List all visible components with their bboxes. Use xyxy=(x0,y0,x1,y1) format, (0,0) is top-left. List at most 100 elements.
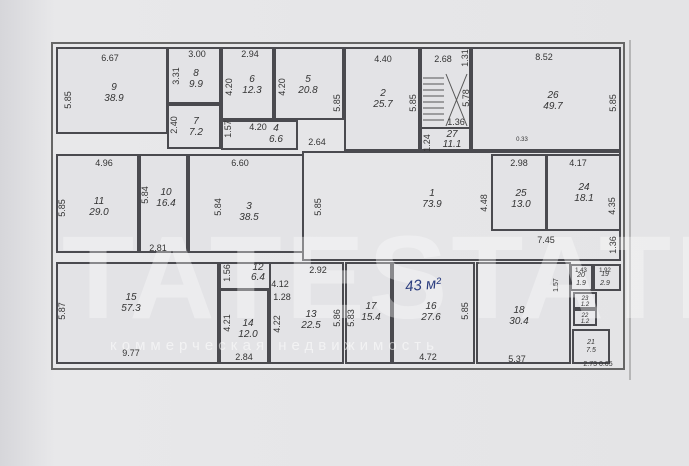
room-number: 16 xyxy=(425,301,437,312)
dimension: 5.85 xyxy=(460,302,470,320)
dimension: 5.85 xyxy=(57,199,67,217)
stairs-icon xyxy=(423,73,468,127)
room-number: 21 xyxy=(586,339,595,346)
dimension: 1.57 xyxy=(553,278,560,292)
dimension: 1.24 xyxy=(422,134,432,152)
handwritten-area-note: 43 м² xyxy=(404,275,443,296)
room-area: 15.4 xyxy=(361,312,381,323)
room-number: 9 xyxy=(111,82,117,93)
room-20 xyxy=(570,264,593,291)
room-area: 11.1 xyxy=(443,139,462,150)
dimension: 1.57 xyxy=(223,120,233,138)
room-24 xyxy=(546,154,621,231)
room-7 xyxy=(167,104,221,149)
room-3 xyxy=(188,154,304,253)
room-area: 38.9 xyxy=(104,93,124,104)
room-23 xyxy=(573,292,597,309)
dimension: 5.85 xyxy=(608,94,618,112)
dimension: 1.36 xyxy=(447,117,465,127)
dimension: 9.77 xyxy=(122,348,140,358)
dimension: 4.22 xyxy=(272,315,282,333)
room-27 xyxy=(420,127,471,151)
dimension-labels: 6.67 3.00 2.94 4.40 2.68 8.52 5.85 3.31 … xyxy=(57,49,618,368)
dimension: 0.33 xyxy=(516,137,528,143)
dimension: 6.60 xyxy=(231,158,249,168)
room-number: 11 xyxy=(94,196,104,207)
room-25 xyxy=(491,154,547,231)
room-area: 29.0 xyxy=(88,207,109,218)
room-15 xyxy=(56,262,219,364)
room-number: 5 xyxy=(305,74,311,85)
dimension: 8.52 xyxy=(535,52,553,62)
room-area: 6.4 xyxy=(251,272,265,283)
room-area: 20.8 xyxy=(297,85,318,96)
room-area: 16.4 xyxy=(156,198,176,209)
room-number: 22 xyxy=(581,313,589,319)
dimension: 4.48 xyxy=(479,194,489,212)
room-number: 2 xyxy=(379,88,386,99)
room-13 xyxy=(269,262,344,364)
room-11 xyxy=(56,154,139,253)
room-area: 38.5 xyxy=(239,212,259,223)
room-2 xyxy=(344,47,420,151)
room-area: 13.0 xyxy=(511,199,531,210)
room-number: 1 xyxy=(429,188,435,199)
room-area: 9.9 xyxy=(189,79,203,90)
room-number: 18 xyxy=(513,305,525,316)
dimension: 4.35 xyxy=(607,197,617,215)
room-number: 17 xyxy=(365,301,377,312)
dimension: 2.98 xyxy=(510,158,528,168)
room-number: 27 xyxy=(445,129,458,140)
room-14 xyxy=(219,289,269,364)
dimension: 4.20 xyxy=(224,78,234,96)
dimension: 5.84 xyxy=(140,186,150,204)
room-10 xyxy=(139,154,188,253)
room-number: 26 xyxy=(546,90,559,101)
room-number: 3 xyxy=(246,201,252,212)
room-18 xyxy=(476,262,571,364)
dimension: 2.94 xyxy=(241,49,259,59)
dimension: 4.20 xyxy=(277,78,287,96)
room-area: 7.2 xyxy=(189,127,203,138)
dimension: 5.85 xyxy=(63,91,73,109)
dimension: 5.78 xyxy=(461,89,471,107)
room-area: 30.4 xyxy=(509,316,529,327)
room-5 xyxy=(274,47,344,120)
room-22 xyxy=(573,309,597,326)
dimension: 3.00 xyxy=(188,49,206,59)
room-number: 25 xyxy=(514,188,527,199)
dimension: 5.85 xyxy=(332,94,342,112)
room-area: 1.2 xyxy=(581,302,590,308)
dimension: 1.36 xyxy=(608,236,618,254)
dimension: 1.43 xyxy=(575,268,587,274)
dimension: 5.85 xyxy=(408,94,418,112)
room-number: 6 xyxy=(249,74,255,85)
room-26 xyxy=(471,47,621,151)
dimension: 4.40 xyxy=(374,54,392,64)
room-area: 7.5 xyxy=(586,347,596,354)
room-21 xyxy=(572,329,610,364)
dimension: 5.37 xyxy=(508,354,526,364)
room-number: 10 xyxy=(160,187,172,198)
dimension: 5.86 xyxy=(332,309,342,327)
watermark-subtitle: коммерческая недвижимость xyxy=(110,337,439,354)
dimension: 5.84 xyxy=(213,198,223,216)
room-area: 57.3 xyxy=(121,303,141,314)
room-number: 14 xyxy=(242,318,254,329)
dimension: 2.81 xyxy=(149,243,167,253)
dimension: 4.21 xyxy=(222,314,232,332)
room-19 xyxy=(593,264,621,291)
room-number: 13 xyxy=(305,309,317,320)
room-number: 4 xyxy=(273,123,279,134)
dimension: 1.92 xyxy=(599,268,611,274)
dimension: 1.28 xyxy=(273,292,291,302)
room-area: 18.1 xyxy=(574,193,593,204)
room-area: 73.9 xyxy=(422,199,442,210)
room-area: 1.9 xyxy=(576,280,586,287)
room-8 xyxy=(167,47,221,104)
room-number: 20 xyxy=(576,272,585,279)
room-number: 12 xyxy=(252,262,264,273)
room-number: 8 xyxy=(193,68,199,79)
dimension: 4.20 xyxy=(249,122,267,132)
room-number: 24 xyxy=(577,182,590,193)
